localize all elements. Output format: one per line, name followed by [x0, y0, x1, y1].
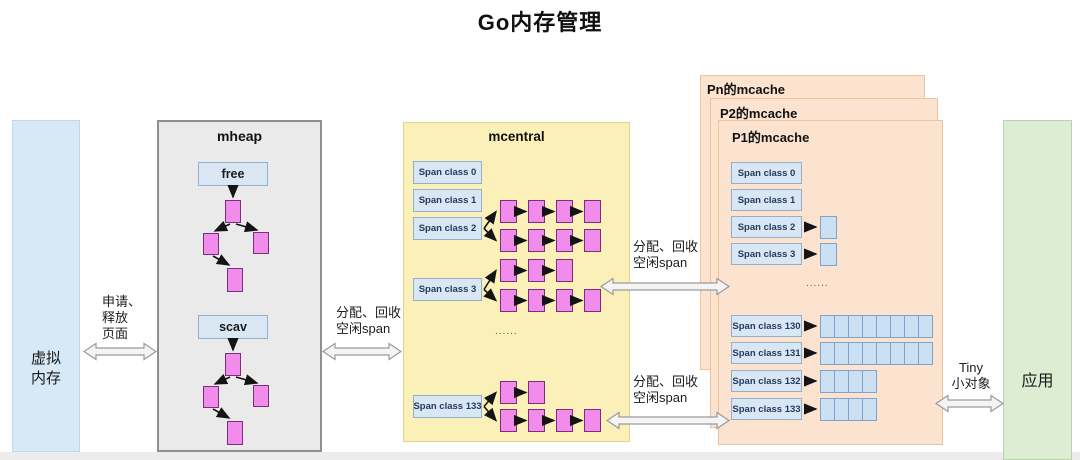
mcache-cell: [834, 398, 849, 421]
tree-node: [203, 233, 219, 255]
mcentral-mcache-top-arrow-label: 分配、回收 空闲span: [633, 239, 699, 270]
bottom-strip: [0, 452, 1080, 460]
span-class-label: Span class 0: [413, 161, 482, 184]
mcentral-mcache-arrow-bottom: [605, 411, 731, 430]
mcache-cell: [848, 398, 863, 421]
span-class-label: Span class 130: [731, 315, 802, 337]
span-class-label: Span class 2: [731, 216, 802, 238]
mcache-cell: [820, 315, 835, 338]
mcentral-title: mcentral: [488, 129, 545, 144]
span-node: [500, 229, 517, 252]
mcache-cell: [862, 315, 877, 338]
tree-node: [227, 421, 243, 445]
vm-mheap-arrow: [82, 342, 158, 361]
mcache-pn-title: Pn的mcache: [707, 82, 786, 97]
mcache-cell: [862, 342, 877, 365]
mcache-app-arrow: [934, 394, 1005, 413]
mcache-cell: [848, 342, 863, 365]
mcache-cell: [834, 315, 849, 338]
mheap-mcentral-arrow-label: 分配、回收 空闲span: [336, 305, 402, 336]
mcache-cell: [862, 370, 877, 393]
span-class-label: Span class 2: [413, 217, 482, 240]
span-class-label: Span class 131: [731, 342, 802, 364]
diagram-title: Go内存管理: [477, 10, 603, 35]
span-node: [528, 229, 545, 252]
span-class-label: Span class 1: [413, 189, 482, 212]
mcache-cell: [918, 342, 933, 365]
span-node: [500, 381, 517, 404]
mcache-p1-title: P1的mcache: [732, 130, 810, 145]
mcentral-mcache-arrow-top: [599, 277, 731, 296]
mheap-mcentral-arrow: [321, 342, 403, 361]
span-class-label: Span class 0: [731, 162, 802, 184]
mcache-cell: [848, 315, 863, 338]
mcache-app-arrow-label: Tiny 小对象: [951, 360, 991, 391]
virtual-memory-box: 虚拟 内存: [12, 120, 80, 452]
tree-node: [227, 268, 243, 292]
vm-mheap-arrow-label: 申请、 释放 页面: [102, 294, 142, 341]
mcache-cell: [848, 370, 863, 393]
span-node: [500, 200, 517, 223]
mcache-cell: [820, 398, 835, 421]
mcache-cell: [820, 243, 837, 266]
tree-node: [225, 200, 241, 223]
mcache-ellipsis: ......: [806, 278, 829, 289]
span-node: [500, 409, 517, 432]
tree-node: [253, 385, 269, 407]
span-node: [556, 200, 573, 223]
mcache-p2-title: P2的mcache: [720, 106, 798, 121]
mcache-cell: [834, 342, 849, 365]
mcache-cell: [890, 342, 905, 365]
mcache-cell: [876, 315, 891, 338]
span-class-label: Span class 1: [731, 189, 802, 211]
span-node: [528, 200, 545, 223]
span-class-label: Span class 3: [731, 243, 802, 265]
mcache-cell: [834, 370, 849, 393]
mcache-cell: [820, 342, 835, 365]
tree-node: [225, 353, 241, 376]
mcache-cell: [820, 216, 837, 239]
virtual-memory-label: 虚拟 内存: [30, 350, 61, 387]
span-class-label: Span class 3: [413, 278, 482, 301]
span-node: [584, 409, 601, 432]
mheap-title: mheap: [216, 128, 263, 144]
span-class-label: Span class 133: [413, 395, 482, 418]
tree-node: [203, 386, 219, 408]
mcache-cell: [820, 370, 835, 393]
tree-node: [253, 232, 269, 254]
span-node: [528, 289, 545, 312]
application-box: 应用: [1003, 120, 1072, 460]
span-node: [528, 409, 545, 432]
span-node: [584, 229, 601, 252]
mcache-cell: [904, 315, 919, 338]
mcentral-ellipsis: ......: [495, 326, 518, 337]
tree-root-label: scav: [198, 315, 268, 339]
span-node: [556, 409, 573, 432]
mcentral-mcache-bottom-arrow-label: 分配、回收 空闲span: [633, 374, 699, 405]
tree-root-label: free: [198, 162, 268, 186]
span-node: [584, 289, 601, 312]
span-class-label: Span class 132: [731, 370, 802, 392]
span-node: [584, 200, 601, 223]
span-node: [500, 259, 517, 282]
mcache-cell: [918, 315, 933, 338]
span-class-label: Span class 133: [731, 398, 802, 420]
mcache-cell: [862, 398, 877, 421]
span-node: [528, 381, 545, 404]
span-node: [528, 259, 545, 282]
mcache-cell: [904, 342, 919, 365]
mcache-cell: [890, 315, 905, 338]
span-node: [556, 289, 573, 312]
span-node: [556, 259, 573, 282]
application-label: 应用: [1021, 373, 1054, 390]
span-node: [556, 229, 573, 252]
mcache-cell: [876, 342, 891, 365]
span-node: [500, 289, 517, 312]
